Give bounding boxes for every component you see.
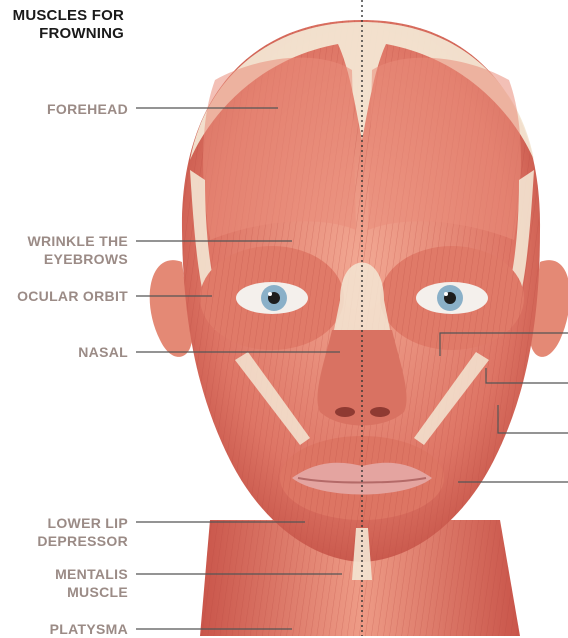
label-ocular-orbit: OCULAR ORBIT	[0, 287, 128, 305]
frontalis-right	[368, 58, 521, 240]
label-nasal: NASAL	[0, 343, 128, 361]
frontalis-left	[203, 58, 356, 240]
label-forehead: FOREHEAD	[0, 100, 128, 118]
diagram-title: MUSCLES FOR FROWNING	[0, 7, 124, 43]
label-wrinkle-eyebrows: WRINKLE THE EYEBROWS	[0, 232, 128, 268]
label-platysma: PLATYSMA	[0, 620, 128, 638]
label-lower-lip-depressor: LOWER LIP DEPRESSOR	[0, 514, 128, 550]
label-mentalis-muscle: MENTALIS MUSCLE	[0, 565, 128, 601]
